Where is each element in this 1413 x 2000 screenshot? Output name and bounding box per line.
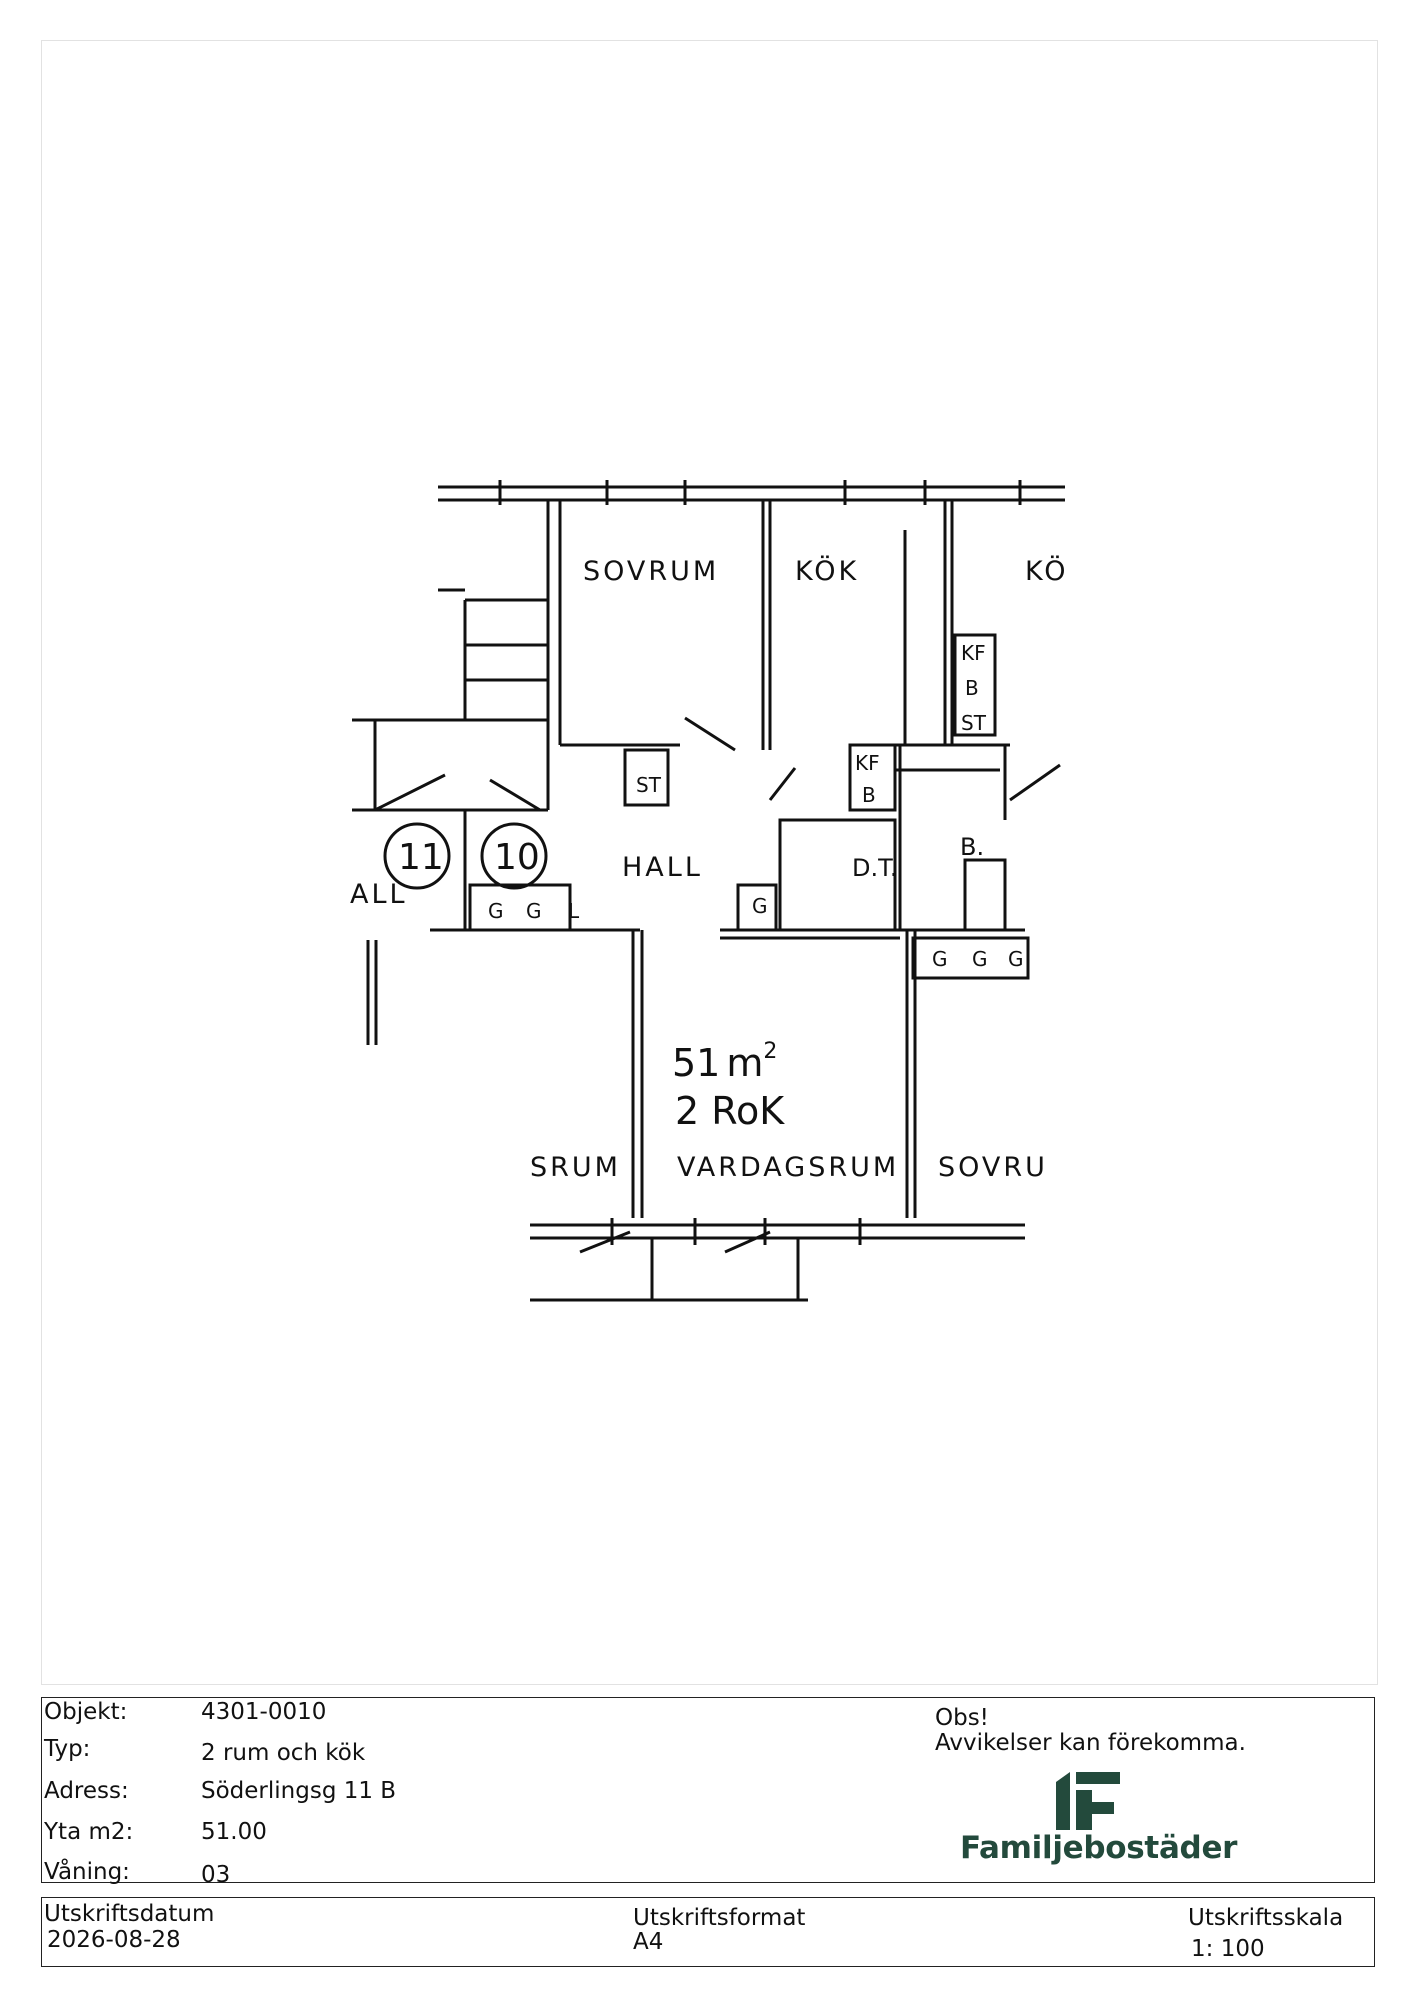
- fixture-g-2: G: [526, 899, 542, 923]
- floor-plan-frame: [41, 40, 1378, 1685]
- room-hall-partial-label: ALL: [350, 879, 408, 910]
- print-scale: Utskriftsskala 1: 100: [1188, 1903, 1343, 1965]
- room-sovrum-right-label: SOVRU: [938, 1152, 1048, 1183]
- fixture-g: G: [488, 899, 504, 923]
- door-number-11: 11: [398, 837, 444, 878]
- fixture-g-3: G: [752, 894, 768, 918]
- disclaimer: Obs! Avvikelser kan förekomma.: [935, 1706, 1246, 1756]
- disclaimer-text: Avvikelser kan förekomma.: [935, 1730, 1246, 1756]
- fixture-b: B: [965, 676, 979, 700]
- print-info-box: Utskriftsdatum 2026-08-28 Utskriftsforma…: [41, 1897, 1375, 1967]
- fixture-g-5: G: [972, 947, 988, 971]
- print-date-value: 2026-08-28: [47, 1927, 181, 1953]
- fixture-kf-2: KF: [855, 751, 880, 775]
- print-scale-label: Utskriftsskala: [1188, 1905, 1344, 1931]
- fixture-kf: KF: [961, 641, 986, 665]
- floor-plan: SOVRUM KÖK KÖ HALL ALL VARDAGSRUM SRUM S…: [350, 480, 1068, 1302]
- print-format: Utskriftsformat A4: [633, 1906, 805, 1954]
- fixture-g-6: G: [1008, 947, 1024, 971]
- fixture-st: ST: [636, 773, 662, 797]
- familjebostader-logo-icon: [1056, 1772, 1120, 1830]
- room-kok-partial-label: KÖ: [1025, 555, 1068, 587]
- fixture-l: L: [568, 899, 580, 923]
- room-dt-label: D.T.: [852, 854, 898, 882]
- object-info-box: Objekt: 4301-0010 Typ: 2 rum och kök Adr…: [41, 1697, 1375, 1888]
- print-date-label: Utskriftsdatum: [44, 1901, 215, 1927]
- fixture-st-2: ST: [961, 711, 987, 735]
- print-format-value: A4: [633, 1929, 664, 1955]
- print-date: Utskriftsdatum 2026-08-28: [44, 1901, 214, 1953]
- fixture-b-2: B: [862, 783, 876, 807]
- door-number-10: 10: [494, 837, 540, 878]
- disclaimer-title: Obs!: [935, 1705, 989, 1731]
- room-kok-label: KÖK: [795, 555, 859, 587]
- print-scale-value: 1: 100: [1191, 1936, 1265, 1962]
- room-vardagsrum-label: VARDAGSRUM: [677, 1152, 899, 1183]
- fixture-g-4: G: [932, 947, 948, 971]
- apartment-type-label: 2 RoK: [675, 1089, 785, 1133]
- room-sovrum-left-label: SRUM: [530, 1152, 621, 1183]
- print-format-label: Utskriftsformat: [633, 1905, 806, 1931]
- brand-name: Familjebostäder: [960, 1830, 1238, 1866]
- room-sovrum-label: SOVRUM: [583, 556, 719, 587]
- room-hall-label: HALL: [622, 852, 703, 883]
- room-b-label: B.: [960, 833, 984, 861]
